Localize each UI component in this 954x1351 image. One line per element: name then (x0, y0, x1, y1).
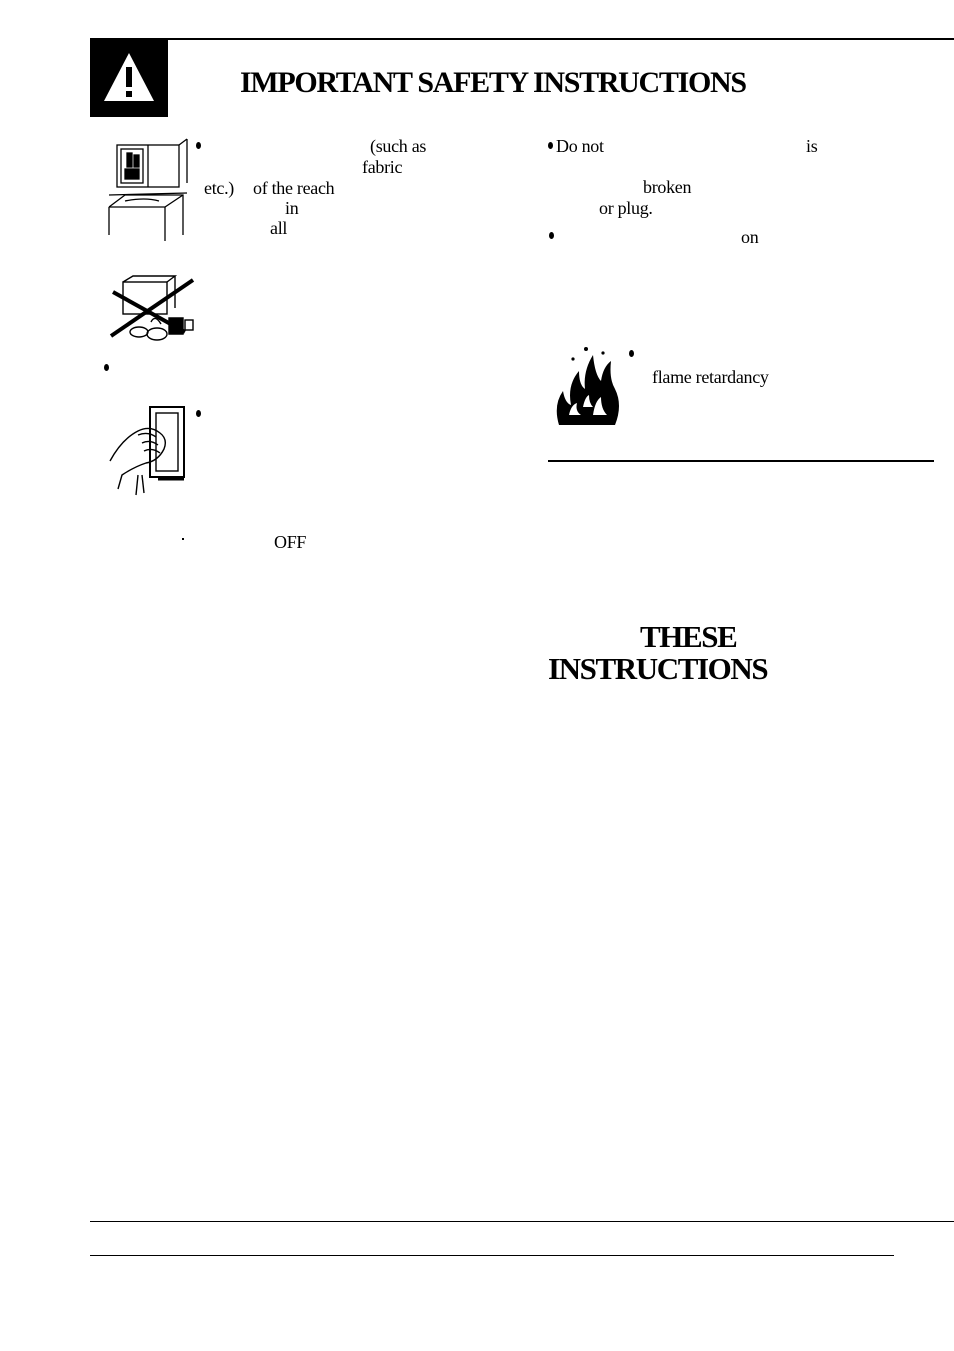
wall-outlet-hand-icon (108, 405, 200, 497)
item1-text-etc: etc.) (204, 178, 234, 198)
item1-text-in: in (285, 198, 299, 218)
right-item1-text-is: is (806, 136, 818, 156)
footer-rule-bottom (90, 1255, 894, 1256)
section-divider (548, 460, 934, 462)
right-item1-text-do-not: Do not (556, 136, 604, 156)
footer-rule-top (90, 1221, 954, 1222)
right-item1-text-broken: broken (643, 177, 692, 197)
right-item3-text-flame-retardancy: flame retardancy (652, 367, 769, 387)
bullet (629, 350, 634, 357)
no-flammables-icon (105, 272, 200, 344)
item1-text-fabric: fabric (362, 157, 403, 177)
item1-text-of-the-reach: of the reach (253, 178, 335, 198)
header-rule (90, 38, 954, 40)
cabinet-washer-icon (105, 135, 195, 243)
right-item1-text-or-plug: or plug. (599, 198, 653, 218)
save-heading-line2: INSTRUCTIONS (548, 651, 769, 686)
bullet (196, 142, 201, 149)
item4-text-off: OFF (274, 532, 307, 552)
right-item2-text-on: on (741, 227, 759, 247)
bullet (549, 232, 554, 239)
item1-text-such-as: (such as (370, 136, 427, 156)
bullet (104, 364, 109, 371)
dot (182, 538, 184, 540)
item1-text-all: all (270, 218, 288, 238)
flame-icon (553, 345, 623, 427)
warning-icon (90, 40, 168, 117)
page-title: IMPORTANT SAFETY INSTRUCTIONS (240, 66, 747, 99)
save-heading-line1: THESE (640, 619, 738, 654)
bullet (196, 410, 201, 417)
bullet (548, 142, 553, 149)
